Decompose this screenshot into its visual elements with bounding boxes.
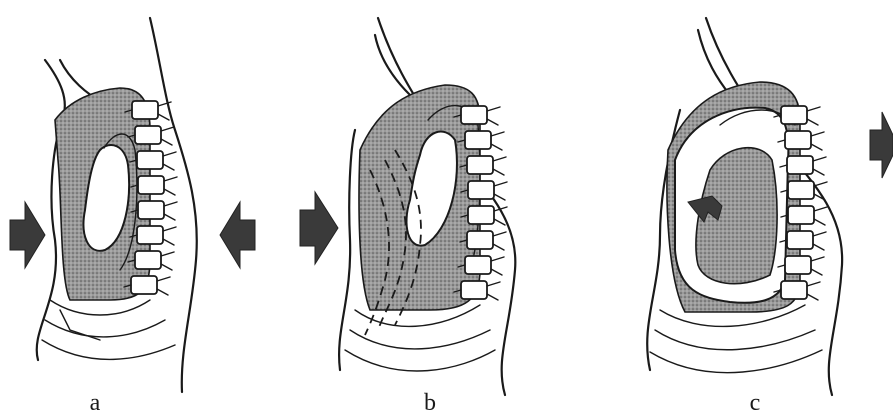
compression-arrow-icon bbox=[10, 202, 45, 268]
panel-label-a: a bbox=[90, 390, 101, 416]
panel-b: b bbox=[300, 18, 515, 416]
compression-arrow-icon bbox=[300, 192, 338, 264]
panel-label-c: c bbox=[750, 390, 761, 416]
panel-a: a bbox=[10, 18, 255, 416]
panel-label-b: b bbox=[424, 390, 436, 416]
panel-c: c bbox=[647, 18, 893, 416]
chest-wall bbox=[339, 130, 355, 370]
counterpressure-arrow-icon bbox=[220, 202, 255, 268]
decompression-arrow-icon bbox=[870, 112, 893, 178]
